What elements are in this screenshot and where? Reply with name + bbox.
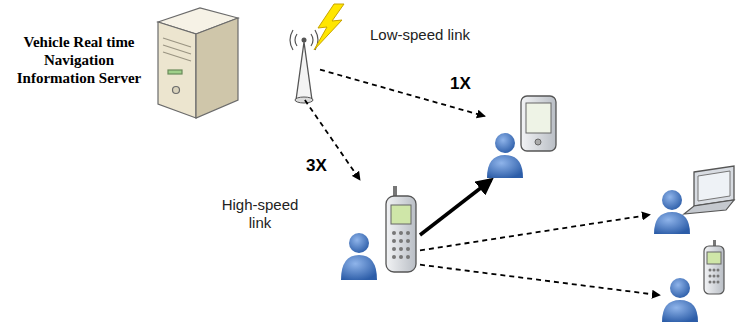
phone-user-icon: [341, 186, 416, 280]
phone-user-icon: [662, 240, 724, 322]
wireless-link: [305, 100, 360, 180]
pda-user-icon: [487, 96, 556, 178]
link-label: High-speed link: [216, 196, 304, 232]
laptop-user-node: [650, 160, 738, 235]
antenna-icon: [290, 4, 344, 103]
link-label: Low-speed link: [350, 26, 490, 44]
wireless-link: [420, 215, 650, 251]
speed-factor: 3X: [306, 156, 327, 176]
server-icon: [158, 8, 238, 118]
phone-user-node: [340, 180, 420, 290]
wireless-link: [320, 70, 485, 117]
share-arrow: [420, 180, 491, 235]
wireless-link: [420, 265, 660, 296]
pda-user-node: [485, 95, 560, 180]
server-node: Vehicle Real time Navigation Information…: [5, 5, 320, 100]
speed-factor: 1X: [450, 74, 471, 94]
server-title: Vehicle Real time Navigation Information…: [5, 33, 153, 87]
phone-user-node: [660, 240, 738, 325]
laptop-user-icon: [654, 166, 734, 234]
